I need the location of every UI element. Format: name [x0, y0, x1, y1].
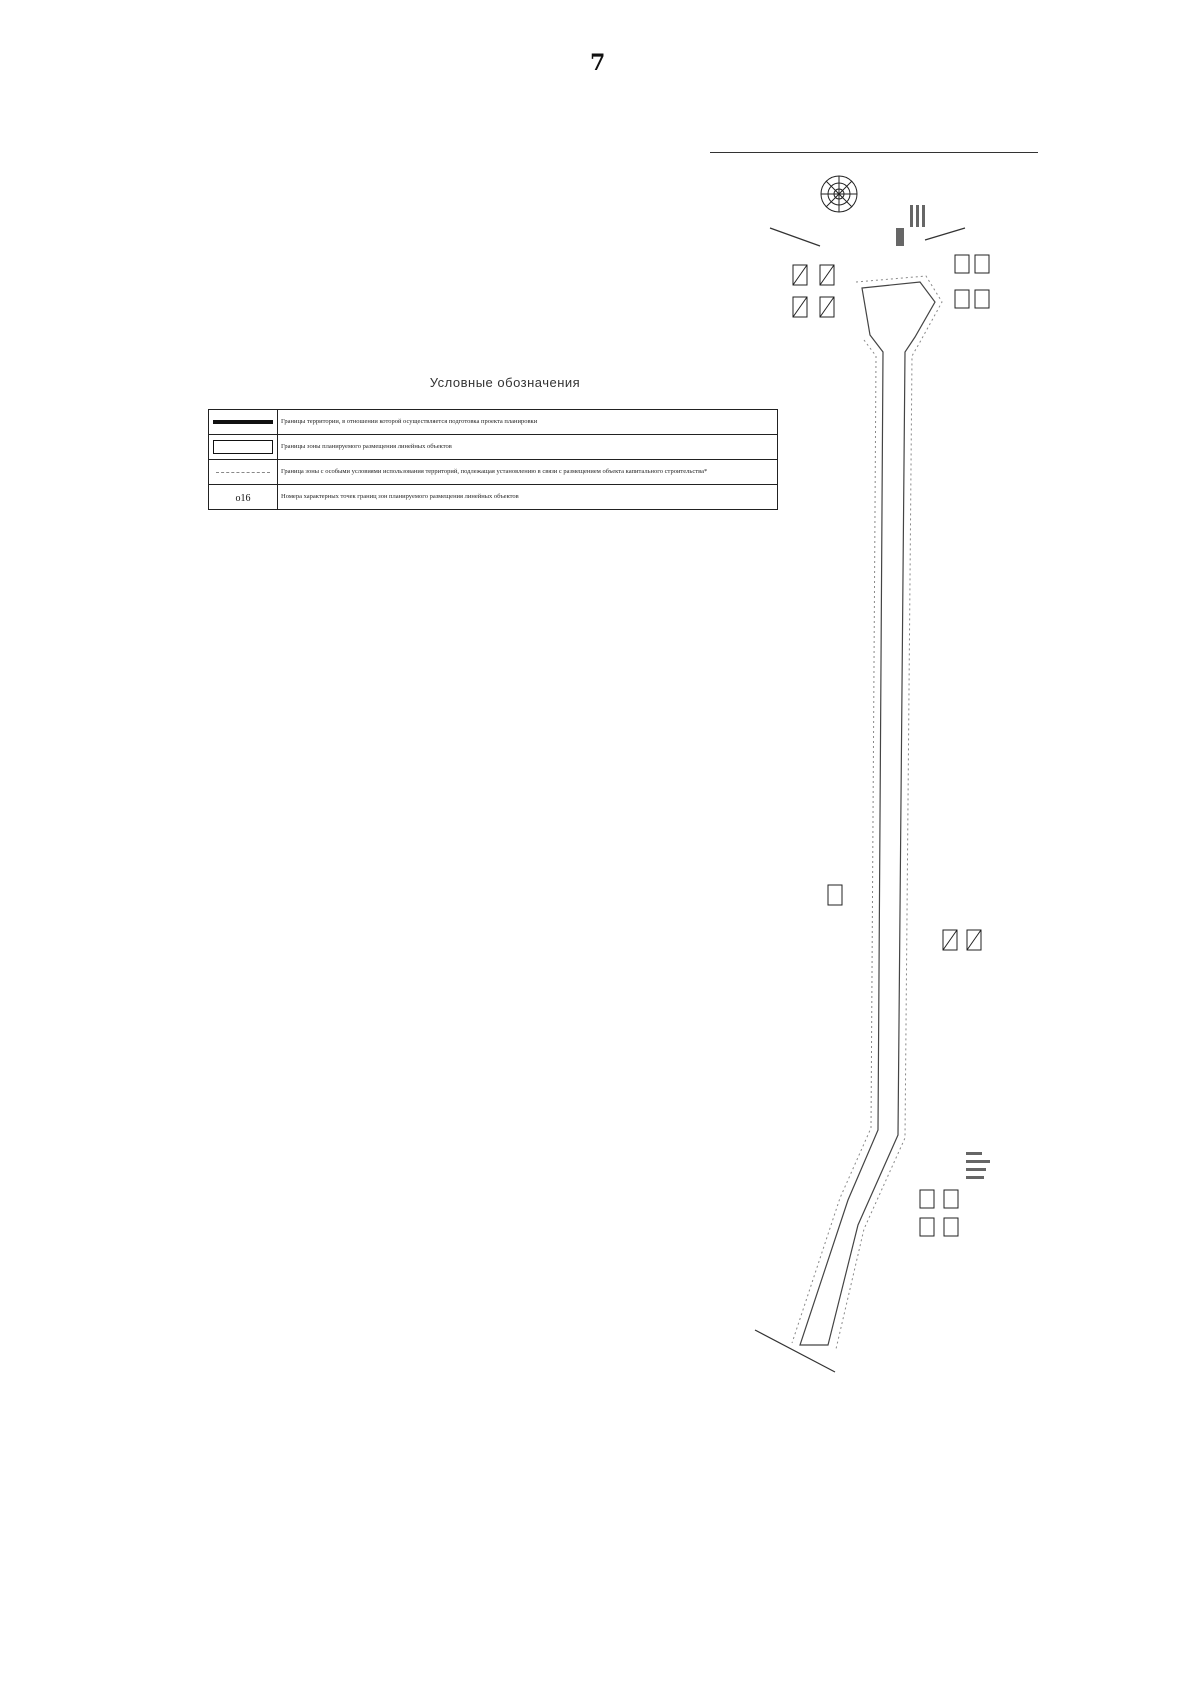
legend-text: Номера характерных точек границ зон план…: [277, 484, 778, 510]
legend-row: Границы территории, в отношении которой …: [208, 409, 778, 435]
legend-text: Границы территории, в отношении которой …: [277, 409, 778, 435]
road-edge: [754, 227, 966, 1373]
legend-row: Границы зоны планируемого размещения лин…: [208, 434, 778, 460]
page-number: 7: [590, 50, 606, 76]
corridor-boundary: [799, 281, 936, 1346]
legend-text: Границы зоны планируемого размещения лин…: [277, 434, 778, 460]
top-rule: [710, 152, 1038, 153]
power-pole-icon: [792, 254, 990, 1237]
legend-table: Границы территории, в отношении которой …: [208, 409, 778, 510]
legend-symbol-dotted-line: [208, 459, 278, 485]
dotted-zone-line: [791, 275, 943, 1350]
survey-marks: [896, 205, 990, 1179]
legend-row: о16 Номера характерных точек границ зон …: [208, 484, 778, 510]
compass-rose-icon: [820, 175, 858, 213]
point-label: о16: [235, 493, 251, 504]
legend-symbol-point: о16: [208, 484, 278, 510]
legend-title: Условные обозначения: [429, 375, 581, 390]
